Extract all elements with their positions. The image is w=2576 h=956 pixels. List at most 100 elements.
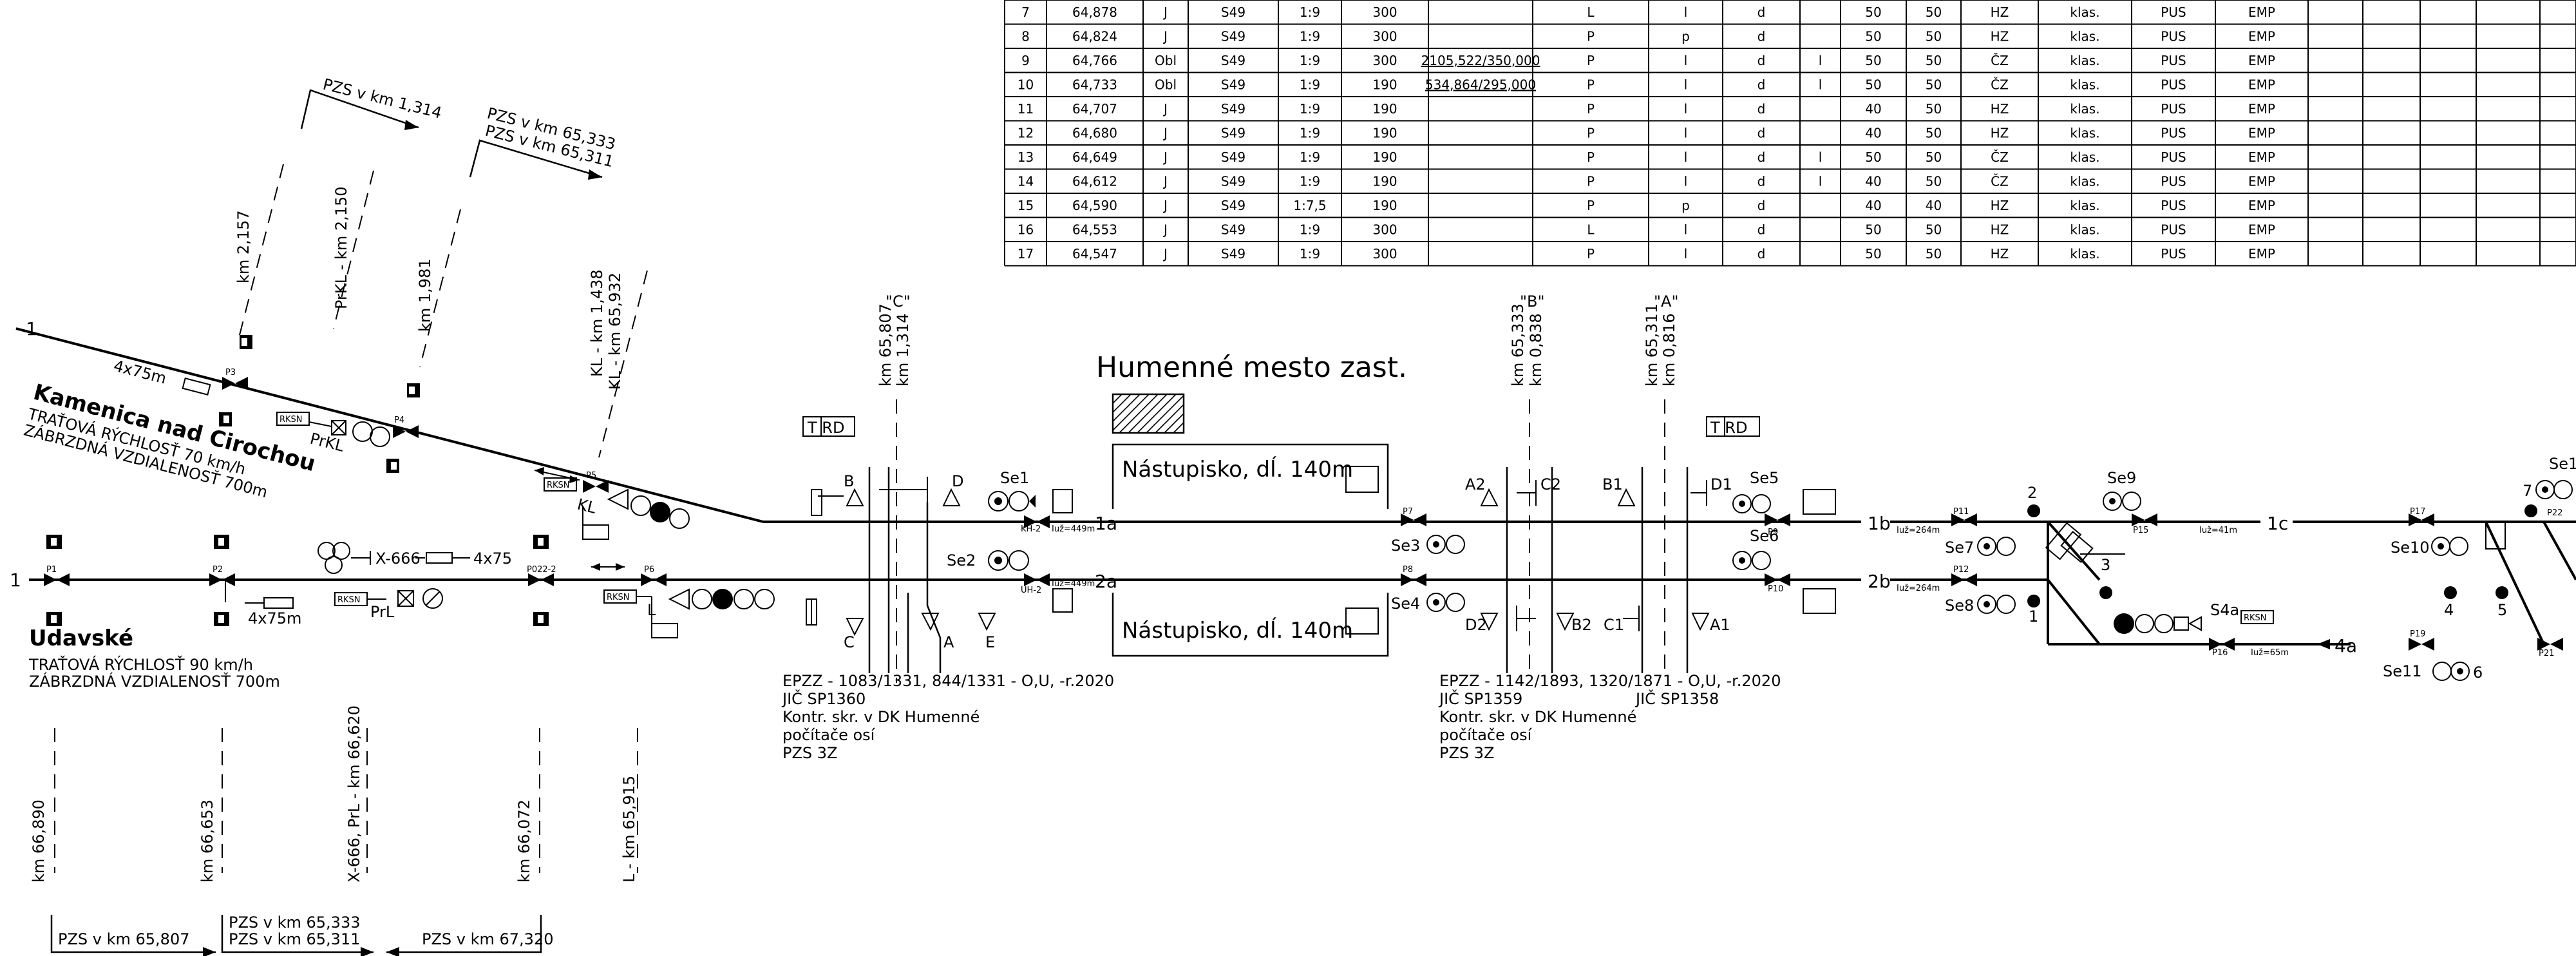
point-p5: P5 (583, 471, 609, 493)
platform-lower: Nástupisko, dĺ. 140m (1112, 593, 1389, 657)
table-cell: 64,590 (1072, 198, 1117, 213)
table-cell: 64,766 (1072, 53, 1117, 68)
signal-se5: Se5 P9 (1732, 469, 1836, 537)
table-cell: d (1757, 198, 1766, 213)
table-cell: d (1757, 126, 1766, 141)
svg-text:T RD: T RD (807, 419, 844, 437)
xing-c1: C1 (1604, 616, 1624, 634)
table-cell: klas. (2070, 246, 2099, 262)
table-cell: EMP (2248, 246, 2275, 262)
svg-text:Se11: Se11 (2383, 662, 2422, 680)
svg-text:P6: P6 (644, 565, 654, 575)
svg-text:P9: P9 (1768, 528, 1778, 537)
svg-text:P22: P22 (2547, 508, 2562, 518)
table-cell: 300 (1372, 222, 1397, 238)
platform-lower-label: Nástupisko, dĺ. 140m (1122, 617, 1353, 644)
signal-se10: P17 Se10 (2391, 507, 2468, 557)
signal-se2: Se2 UH-2 Iuž=449m (947, 550, 1095, 613)
table-cell: P (1587, 174, 1595, 189)
table-cell: EMP (2248, 5, 2275, 20)
svg-text:P5: P5 (586, 471, 596, 481)
svg-text:Se8: Se8 (1945, 597, 1974, 615)
svg-text:Iuž=449m: Iuž=449m (1052, 579, 1095, 589)
km-marker-c: "C" km 65,807 km 1,314 (876, 292, 912, 683)
svg-text:km 65,333: km 65,333 (1509, 303, 1527, 387)
signal-se1-right: Se1 7 P22 (2485, 455, 2576, 645)
platform-upper-label: Nástupisko, dĺ. 140m (1122, 456, 1353, 483)
table-cell: 534,864/295,000 (1425, 77, 1536, 93)
svg-text:Se10: Se10 (2391, 539, 2430, 557)
table-cell: 50 (1865, 149, 1881, 165)
track-label-1b: 1b (1868, 513, 1891, 534)
svg-text:Se3: Se3 (1391, 537, 1420, 555)
table-cell: PUS (2161, 246, 2186, 262)
signal-plate (407, 383, 420, 397)
rksn-label: RKSN (279, 415, 303, 425)
pzs-arrows-upper: PZS v km 1,314 PZS v km 65,333 PZS v km … (300, 75, 618, 180)
signal-se6: Se6 P10 (1732, 527, 1836, 614)
table-cell: 50 (1865, 5, 1881, 20)
track-label-1c: 1c (2267, 513, 2288, 534)
svg-text:P21: P21 (2539, 649, 2554, 658)
signal-se1: Se1 KH-2 Iuž=449m (988, 469, 1095, 534)
table-cell: 17 (1018, 246, 1034, 262)
table-cell: d (1757, 149, 1766, 165)
table-cell: l (1684, 246, 1688, 262)
table-cell: klas. (2070, 77, 2099, 93)
x666-label: X-666 (375, 550, 421, 568)
svg-text:1: 1 (2029, 607, 2038, 626)
svg-text:"A": "A" (1654, 292, 1679, 311)
table-cell: 1:9 (1300, 101, 1320, 117)
km-66890: km 66,890 (30, 799, 48, 883)
table-cell: l (1684, 5, 1688, 20)
xing-e: E (985, 633, 995, 651)
signal-se4: P8 Se4 (1391, 565, 1465, 613)
table-cell: EMP (2248, 126, 2275, 141)
svg-text:Kontr. skr. v DK Humenné: Kontr. skr. v DK Humenné (1439, 708, 1636, 726)
table-cell: 50 (1865, 222, 1881, 238)
table-cell: J (1162, 126, 1168, 141)
station-building (1112, 393, 1185, 434)
svg-text:Iuž=65m: Iuž=65m (2251, 648, 2289, 658)
svg-text:RKSN: RKSN (337, 595, 361, 605)
track-label-1-left: 1 (10, 569, 21, 591)
table-cell: 1:9 (1300, 29, 1320, 44)
pzs-arrows-lower: PZS v km 65,807 PZS v km 65,333 PZS v km… (50, 913, 554, 956)
table-cell: 190 (1372, 174, 1397, 189)
xing-b2: B2 (1571, 616, 1592, 634)
station-name-humenne: Humenné mesto zast. (1096, 351, 1407, 384)
table-cell: 64,680 (1072, 126, 1117, 141)
xing-a1: A1 (1710, 616, 1730, 634)
signal-plate (214, 535, 229, 549)
track-label-4a: 4a (2334, 635, 2357, 656)
svg-text:Se1: Se1 (1000, 469, 1029, 487)
speed-udavske: TRAŤOVÁ RÝCHLOSŤ 90 km/h (28, 655, 253, 674)
table-cell: S49 (1221, 77, 1245, 93)
table-cell: l (1684, 77, 1688, 93)
track-label-2b: 2b (1868, 571, 1891, 592)
km-x666-prl: X-666, PrL - km 66,620 (345, 705, 363, 883)
point-p4: P4 (393, 416, 419, 438)
table-cell: 190 (1372, 149, 1397, 165)
table-cell: PUS (2161, 222, 2186, 238)
table-cell: PUS (2161, 126, 2186, 141)
table-cell: klas. (2070, 5, 2099, 20)
table-cell: d (1757, 53, 1766, 68)
table-cell: 1:9 (1300, 246, 1320, 262)
pzs-label-65311-lower: PZS v km 65,311 (229, 930, 361, 948)
track-label-1a: 1a (1095, 513, 1117, 534)
svg-text:Iuž=41m: Iuž=41m (2199, 526, 2237, 535)
table-cell: HZ (1991, 222, 2009, 238)
km-marker-b: "B" km 65,333 km 0,838 (1509, 292, 1545, 673)
prl-label: PrL (370, 603, 395, 621)
table-cell: 14 (1018, 174, 1034, 189)
table-cell: 50 (1926, 101, 1942, 117)
signal-s4a: P16 S4a RKSN Iuž=65m (2099, 586, 2289, 658)
table-cell: PUS (2161, 77, 2186, 93)
table-cell: ČZ (1991, 174, 2009, 189)
table-cell: HZ (1991, 246, 2009, 262)
table-cell: klas. (2070, 101, 2099, 117)
km-66072: km 66,072 (515, 799, 533, 883)
table-cell: 10 (1018, 77, 1034, 93)
